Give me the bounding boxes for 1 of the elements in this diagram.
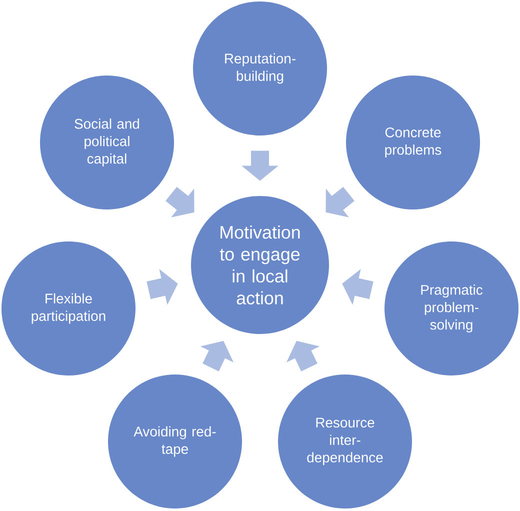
block-arrow: [326, 186, 354, 218]
